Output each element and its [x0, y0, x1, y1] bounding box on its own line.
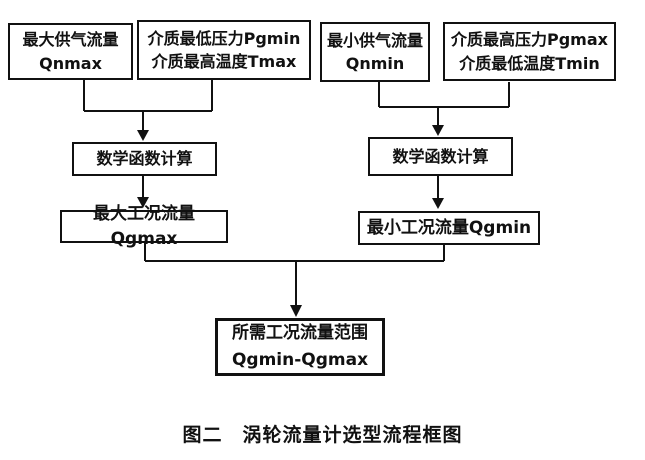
node-qnmax: 最大供气流量 Qnmax: [8, 23, 133, 80]
node-math-right: 数学函数计算: [368, 137, 513, 176]
node-math-left: 数学函数计算: [72, 142, 217, 176]
arrowhead-result-icon: [290, 305, 302, 317]
node-pgmax-tmin: 介质最高压力Pgmax 介质最低温度Tmin: [443, 22, 616, 81]
arrowhead-qgmin-icon: [432, 198, 444, 209]
figure-caption: 图二 涡轮流量计选型流程框图: [182, 424, 463, 446]
node-pgmax-tmin-line2: 介质最低温度Tmin: [459, 53, 600, 73]
arrowhead-right-math-icon: [432, 125, 444, 136]
node-pgmin-tmax: 介质最低压力Pgmin 介质最高温度Tmax: [137, 20, 311, 80]
node-qnmin-line2: Qnmin: [345, 54, 405, 73]
node-pgmin-tmax-line1: 介质最低压力Pgmin: [147, 28, 301, 48]
node-qgmin-label: 最小工况流量Qgmin: [366, 217, 532, 238]
node-result-line1: 所需工况流量范围: [232, 322, 368, 343]
node-pgmin-tmax-line2: 介质最高温度Tmax: [151, 52, 297, 71]
node-qnmax-line2: Qnmax: [39, 53, 102, 73]
node-math-right-label: 数学函数计算: [392, 146, 489, 166]
node-result-line2: Qgmin-Qgmax: [231, 350, 369, 370]
node-result-range: 所需工况流量范围 Qgmin-Qgmax: [215, 318, 385, 376]
node-qgmax-label: 最大工况流量Qgmax: [93, 203, 195, 249]
arrowhead-left-math-icon: [137, 130, 149, 141]
node-qnmin-line1: 最小供气流量: [326, 30, 423, 50]
node-qnmax-line1: 最大供气流量: [22, 30, 119, 50]
node-math-left-label: 数学函数计算: [96, 149, 193, 169]
node-pgmax-tmin-line1: 介质最高压力Pgmax: [451, 30, 608, 50]
node-qgmax: 最大工况流量Qgmax: [60, 204, 228, 249]
node-qnmin: 最小供气流量 Qnmin: [320, 22, 430, 82]
node-qgmin: 最小工况流量Qgmin: [358, 211, 540, 245]
